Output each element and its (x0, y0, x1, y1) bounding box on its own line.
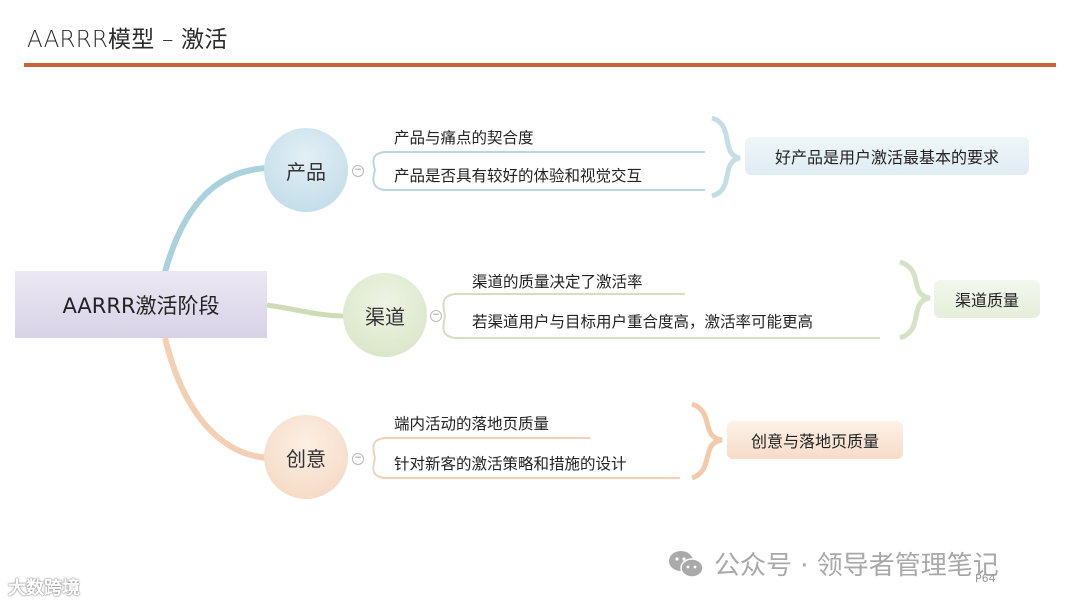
watermark: 公众号 · 领导者管理笔记 (668, 545, 999, 582)
brand-logo: 大数跨境 (8, 578, 80, 599)
leaf-creative-2[interactable]: 针对新客的激活策略和措施的设计 (394, 455, 627, 473)
watermark-text: 公众号 · 领导者管理笔记 (714, 551, 999, 581)
branch-node-creative[interactable]: 创意 (264, 415, 348, 499)
branch-node-channel[interactable]: 渠道 (343, 273, 427, 357)
summary-channel[interactable]: 渠道质量 (934, 280, 1040, 318)
page-title: AARRR模型 – 激活 (27, 27, 228, 53)
collapse-toggle-product[interactable]: − (352, 165, 364, 177)
leaf-channel-1[interactable]: 渠道的质量决定了激活率 (472, 273, 643, 291)
summary-product[interactable]: 好产品是用户激活最基本的要求 (745, 137, 1029, 175)
title-divider (24, 63, 1056, 67)
summary-creative[interactable]: 创意与落地页质量 (727, 421, 903, 459)
page-number: P64 (975, 572, 996, 585)
wechat-icon (668, 549, 704, 579)
collapse-toggle-channel[interactable]: − (430, 310, 442, 322)
leaf-product-1[interactable]: 产品与痛点的契合度 (394, 129, 534, 147)
collapse-toggle-creative[interactable]: − (352, 453, 364, 465)
leaf-channel-2[interactable]: 若渠道用户与目标用户重合度高，激活率可能更高 (472, 313, 814, 331)
root-node[interactable]: AARRR激活阶段 (15, 271, 267, 338)
leaf-creative-1[interactable]: 端内活动的落地页质量 (394, 415, 550, 433)
leaf-product-2[interactable]: 产品是否具有较好的体验和视觉交互 (394, 167, 643, 185)
branch-node-product[interactable]: 产品 (264, 128, 348, 212)
